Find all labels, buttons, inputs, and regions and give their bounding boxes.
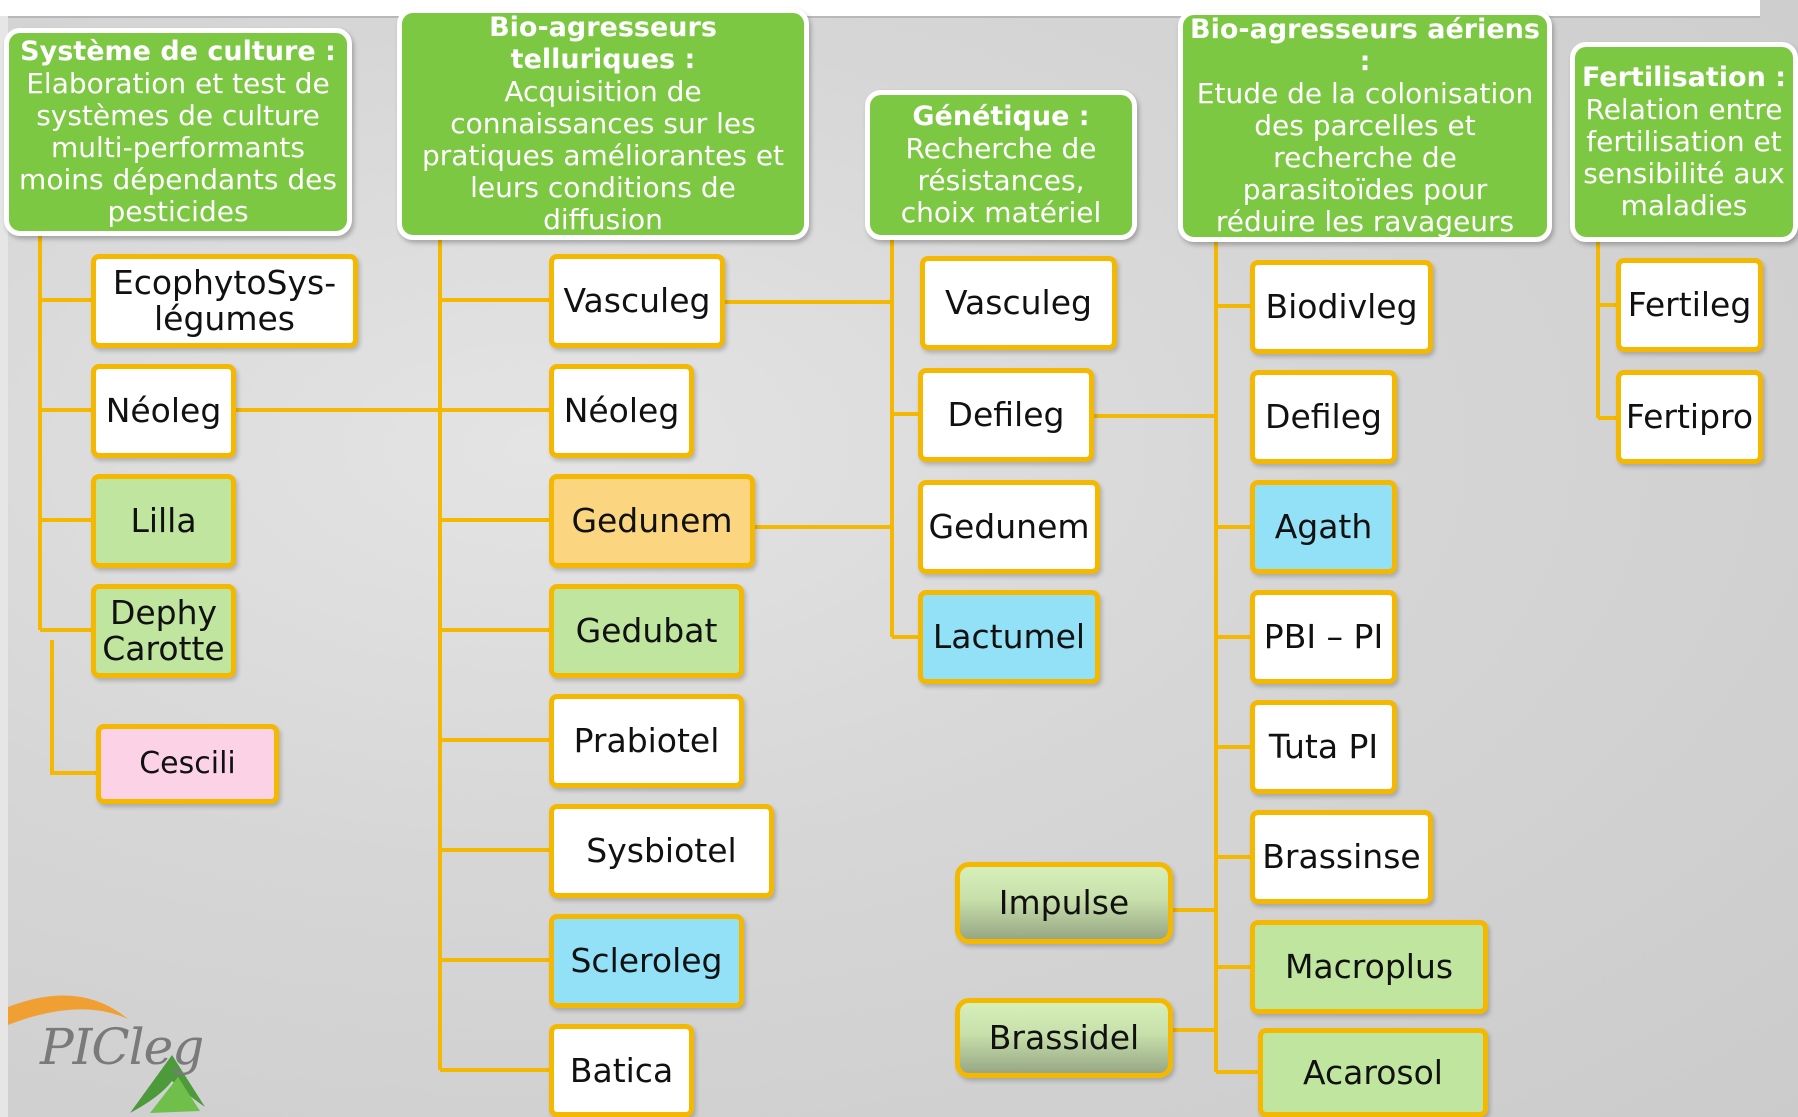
project-batica: Batica: [549, 1024, 694, 1117]
project-vasculeg-genetique: Vasculeg: [920, 256, 1117, 350]
project-ecophytosys-legumes: EcophytoSys-légumes: [91, 254, 358, 348]
project-label: Lactumel: [932, 617, 1086, 656]
project-fertipro: Fertipro: [1616, 370, 1763, 464]
picleg-logo-text: PICleg: [40, 1018, 204, 1076]
project-label: EcophytoSys-légumes: [112, 263, 337, 338]
project-dephy-carotte: Dephy Carotte: [91, 584, 236, 678]
project-label: Lilla: [130, 501, 197, 540]
project-scleroleg: Scleroleg: [549, 914, 744, 1008]
project-label: Gedunem: [571, 501, 733, 540]
project-neoleg-systeme: Néoleg: [91, 364, 236, 458]
project-tuta-pi: Tuta PI: [1250, 700, 1397, 794]
project-label: Néoleg: [105, 391, 222, 430]
project-label: Macroplus: [1284, 947, 1454, 986]
project-gedunem-telluriques: Gedunem: [549, 474, 755, 568]
project-label: Tuta PI: [1268, 727, 1379, 766]
project-label: Scleroleg: [570, 941, 723, 980]
header-telluriques-body: Acquisition de connaissances sur les pra…: [421, 75, 785, 236]
project-label: Gedunem: [928, 507, 1090, 546]
project-label: Sysbiotel: [586, 831, 737, 870]
project-sysbiotel: Sysbiotel: [549, 804, 774, 898]
project-pbi-pi: PBI – PI: [1250, 590, 1397, 684]
project-defileg-genetique: Defileg: [918, 368, 1094, 462]
project-label: Dephy Carotte: [102, 593, 225, 668]
header-systeme-de-culture: Système de culture : Elaboration et test…: [4, 28, 352, 236]
header-telluriques-title: Bio-agresseurs telluriques :: [489, 12, 717, 75]
header-bio-agresseurs-aeriens: Bio-agresseurs aériens : Etude de la col…: [1178, 10, 1552, 242]
project-label: Vasculeg: [563, 281, 711, 320]
project-label: Fertileg: [1627, 285, 1752, 324]
picleg-logo-icon: [8, 995, 205, 1113]
project-label: Néoleg: [563, 391, 680, 430]
project-prabiotel: Prabiotel: [549, 694, 744, 788]
header-aeriens-title: Bio-agresseurs aériens :: [1190, 14, 1540, 77]
left-frame-bar: [0, 16, 8, 1117]
project-brassinse: Brassinse: [1250, 810, 1433, 904]
project-label: Defileg: [947, 395, 1065, 434]
project-label: Biodivleg: [1265, 287, 1418, 326]
header-fertilisation: Fertilisation : Relation entre fertilisa…: [1570, 42, 1798, 242]
project-label: Prabiotel: [573, 721, 720, 760]
picleg-logo: [0, 985, 215, 1115]
header-bio-agresseurs-telluriques: Bio-agresseurs telluriques : Acquisition…: [397, 8, 809, 240]
project-label: Brassinse: [1262, 837, 1421, 876]
project-gedubat: Gedubat: [549, 584, 744, 678]
project-lactumel: Lactumel: [918, 590, 1100, 684]
project-defileg-aeriens: Defileg: [1250, 370, 1397, 464]
project-acarosol: Acarosol: [1258, 1028, 1488, 1117]
project-label: Vasculeg: [945, 283, 1092, 322]
project-neoleg-telluriques: Néoleg: [549, 364, 694, 458]
project-vasculeg-telluriques: Vasculeg: [549, 254, 725, 348]
header-fertilisation-body: Relation entre fertilisation et sensibil…: [1583, 93, 1785, 222]
project-cescili: Cescili: [96, 724, 279, 804]
project-impulse: Impulse: [955, 862, 1173, 944]
project-label: Gedubat: [575, 611, 718, 650]
project-label: Agath: [1274, 507, 1373, 546]
header-systeme-title: Système de culture :: [20, 36, 336, 67]
connector-cescili: [50, 640, 98, 775]
project-label: Acarosol: [1303, 1052, 1443, 1092]
header-systeme-body: Elaboration et test de systèmes de cultu…: [19, 67, 337, 228]
project-biodivleg: Biodivleg: [1250, 260, 1433, 354]
project-agath: Agath: [1250, 480, 1397, 574]
header-genetique-title: Génétique :: [912, 101, 1090, 132]
project-fertileg: Fertileg: [1616, 258, 1763, 352]
header-fertilisation-title: Fertilisation :: [1581, 62, 1787, 93]
project-lilla: Lilla: [91, 474, 236, 568]
project-label: Fertipro: [1625, 397, 1754, 436]
header-genetique: Génétique : Recherche de résistances, ch…: [865, 90, 1137, 240]
project-gedunem-genetique: Gedunem: [918, 480, 1100, 574]
project-label: Defileg: [1265, 397, 1382, 436]
project-label: Impulse: [998, 883, 1130, 922]
project-label: Batica: [569, 1050, 674, 1090]
header-aeriens-body: Etude de la colonisation des parcelles e…: [1196, 77, 1534, 238]
project-macroplus: Macroplus: [1250, 920, 1488, 1014]
project-label: Cescili: [139, 746, 236, 781]
project-brassidel: Brassidel: [955, 998, 1173, 1078]
project-label: PBI – PI: [1263, 617, 1384, 656]
header-genetique-body: Recherche de résistances, choix matériel: [900, 132, 1102, 229]
project-label: Brassidel: [988, 1018, 1140, 1057]
